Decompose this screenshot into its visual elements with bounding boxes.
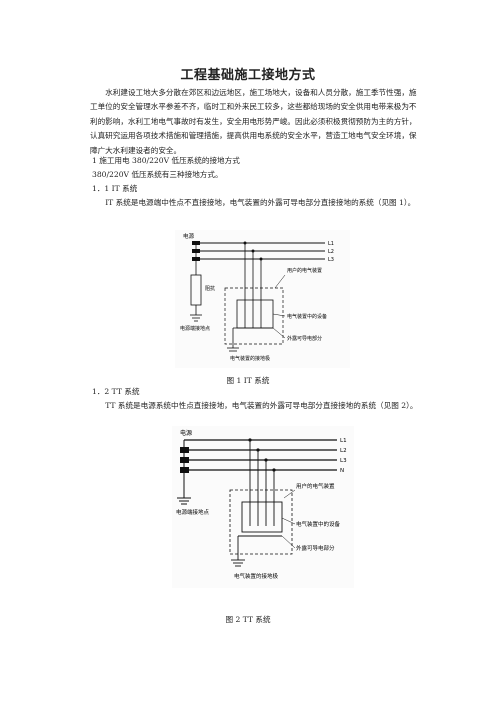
fig1-device-ground-label: 电气装置的接地极 [230,355,270,362]
subsection-1-1-heading: 1．1 IT 系统 [92,184,138,193]
fig1-label-l1: L1 [328,241,334,247]
fig1-source-label: 电源 [183,232,195,240]
tt-system-text: TT 系统是电源系统中性点直接接地，电气装置的外露可导电部分直接接地的系统（见图… [105,401,418,410]
fig2-label-l3: L3 [340,458,347,464]
fig2-source-label: 电源 [180,429,192,437]
subsection-1-2-heading: 1．2 TT 系统 [92,387,140,396]
it-system-text: IT 系统是电源端中性点不直接接地，电气装置的外露可导电部分直接接地的系统（见图… [105,198,416,207]
figure-2-caption: 图 2 TT 系统 [225,615,271,624]
fig2-exposed-parts-label: 外露可导电部分 [296,544,335,552]
section-1-text: 380/220V 低压系统有三种接地方式。 [92,170,223,179]
fig1-label-l2: L2 [328,249,334,255]
fig1-label-l3: L3 [328,257,334,263]
fig2-label-n: N [340,468,344,474]
fig1-user-equipment-label: 用户的电气装置 [287,267,322,274]
figure-1-it-system-diagram: 电源 L1 L2 L3 阻抗 电源端接地点 用户的电气装置 电气装置中的设备 外… [175,230,350,368]
fig2-user-installation-box [229,489,293,555]
fig2-user-equipment-label: 用户的电气装置 [296,482,335,490]
intro-paragraph: 水利建设工地大多分散在郊区和边远地区，施工场地大，设备和人员分散，施工季节性强，… [90,88,417,155]
fig1-source-ground-label: 电源端接地点 [180,325,210,332]
figure-1-caption: 图 1 IT 系统 [226,376,270,385]
document-title: 工程基础施工接地方式 [180,68,316,83]
fig2-equipment-box [241,501,283,533]
fig2-label-l2: L2 [340,448,347,454]
fig1-exposed-parts-label: 外露可导电部分 [287,335,322,342]
fig1-user-installation-box [224,287,284,345]
fig2-equipment-label: 电气装置中的设备 [296,520,341,528]
fig2-label-l1: L1 [340,438,347,444]
fig2-source-ground-label: 电源端接地点 [176,508,210,516]
fig1-equipment-label: 电气装置中的设备 [287,313,327,320]
section-1-heading: 1 施工用电 380/220V 低压系统的接地方式 [92,156,240,165]
fig2-device-ground-label: 电气装置的接地极 [234,572,279,580]
figure-2-tt-system-diagram: 电源 L1 L2 L3 N 电源端接地点 用户的电气装置 电气装置中的设备 外露… [172,426,354,588]
fig1-impedance-label: 阻抗 [205,285,215,292]
